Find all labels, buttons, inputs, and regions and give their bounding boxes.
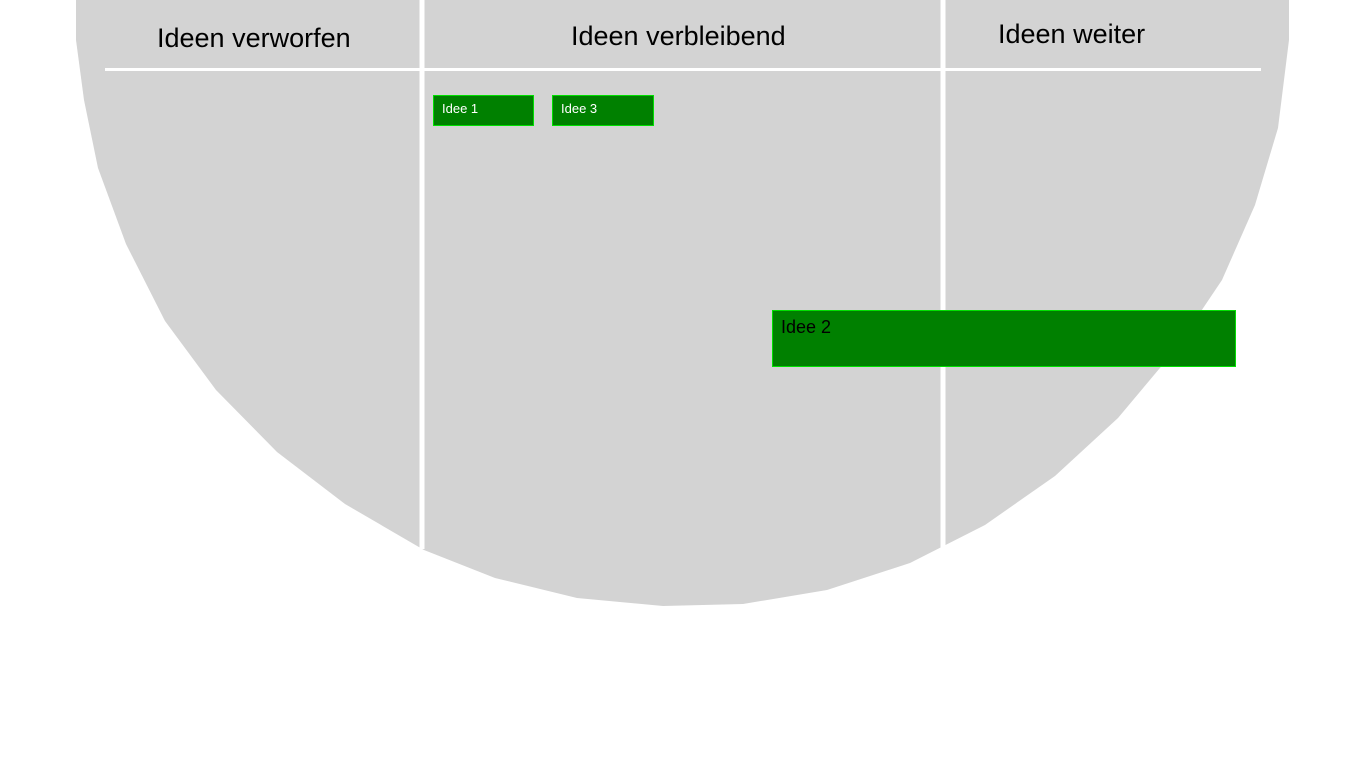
idea-card-label: Idee 1 <box>442 101 479 116</box>
idea-card-label: Idee 3 <box>561 101 598 116</box>
board-half-circle-shape <box>76 0 1289 606</box>
column-header-verworfen: Ideen verworfen <box>157 23 351 53</box>
column-header-weiter: Ideen weiter <box>998 19 1146 49</box>
idea-card-1[interactable]: Idee 1 <box>433 95 534 126</box>
idea-card-2[interactable]: Idee 2 <box>772 310 1236 367</box>
idea-card-label: Idee 2 <box>781 317 832 337</box>
column-header-verbleibend: Ideen verbleibend <box>571 21 786 51</box>
idea-card-3[interactable]: Idee 3 <box>552 95 654 126</box>
